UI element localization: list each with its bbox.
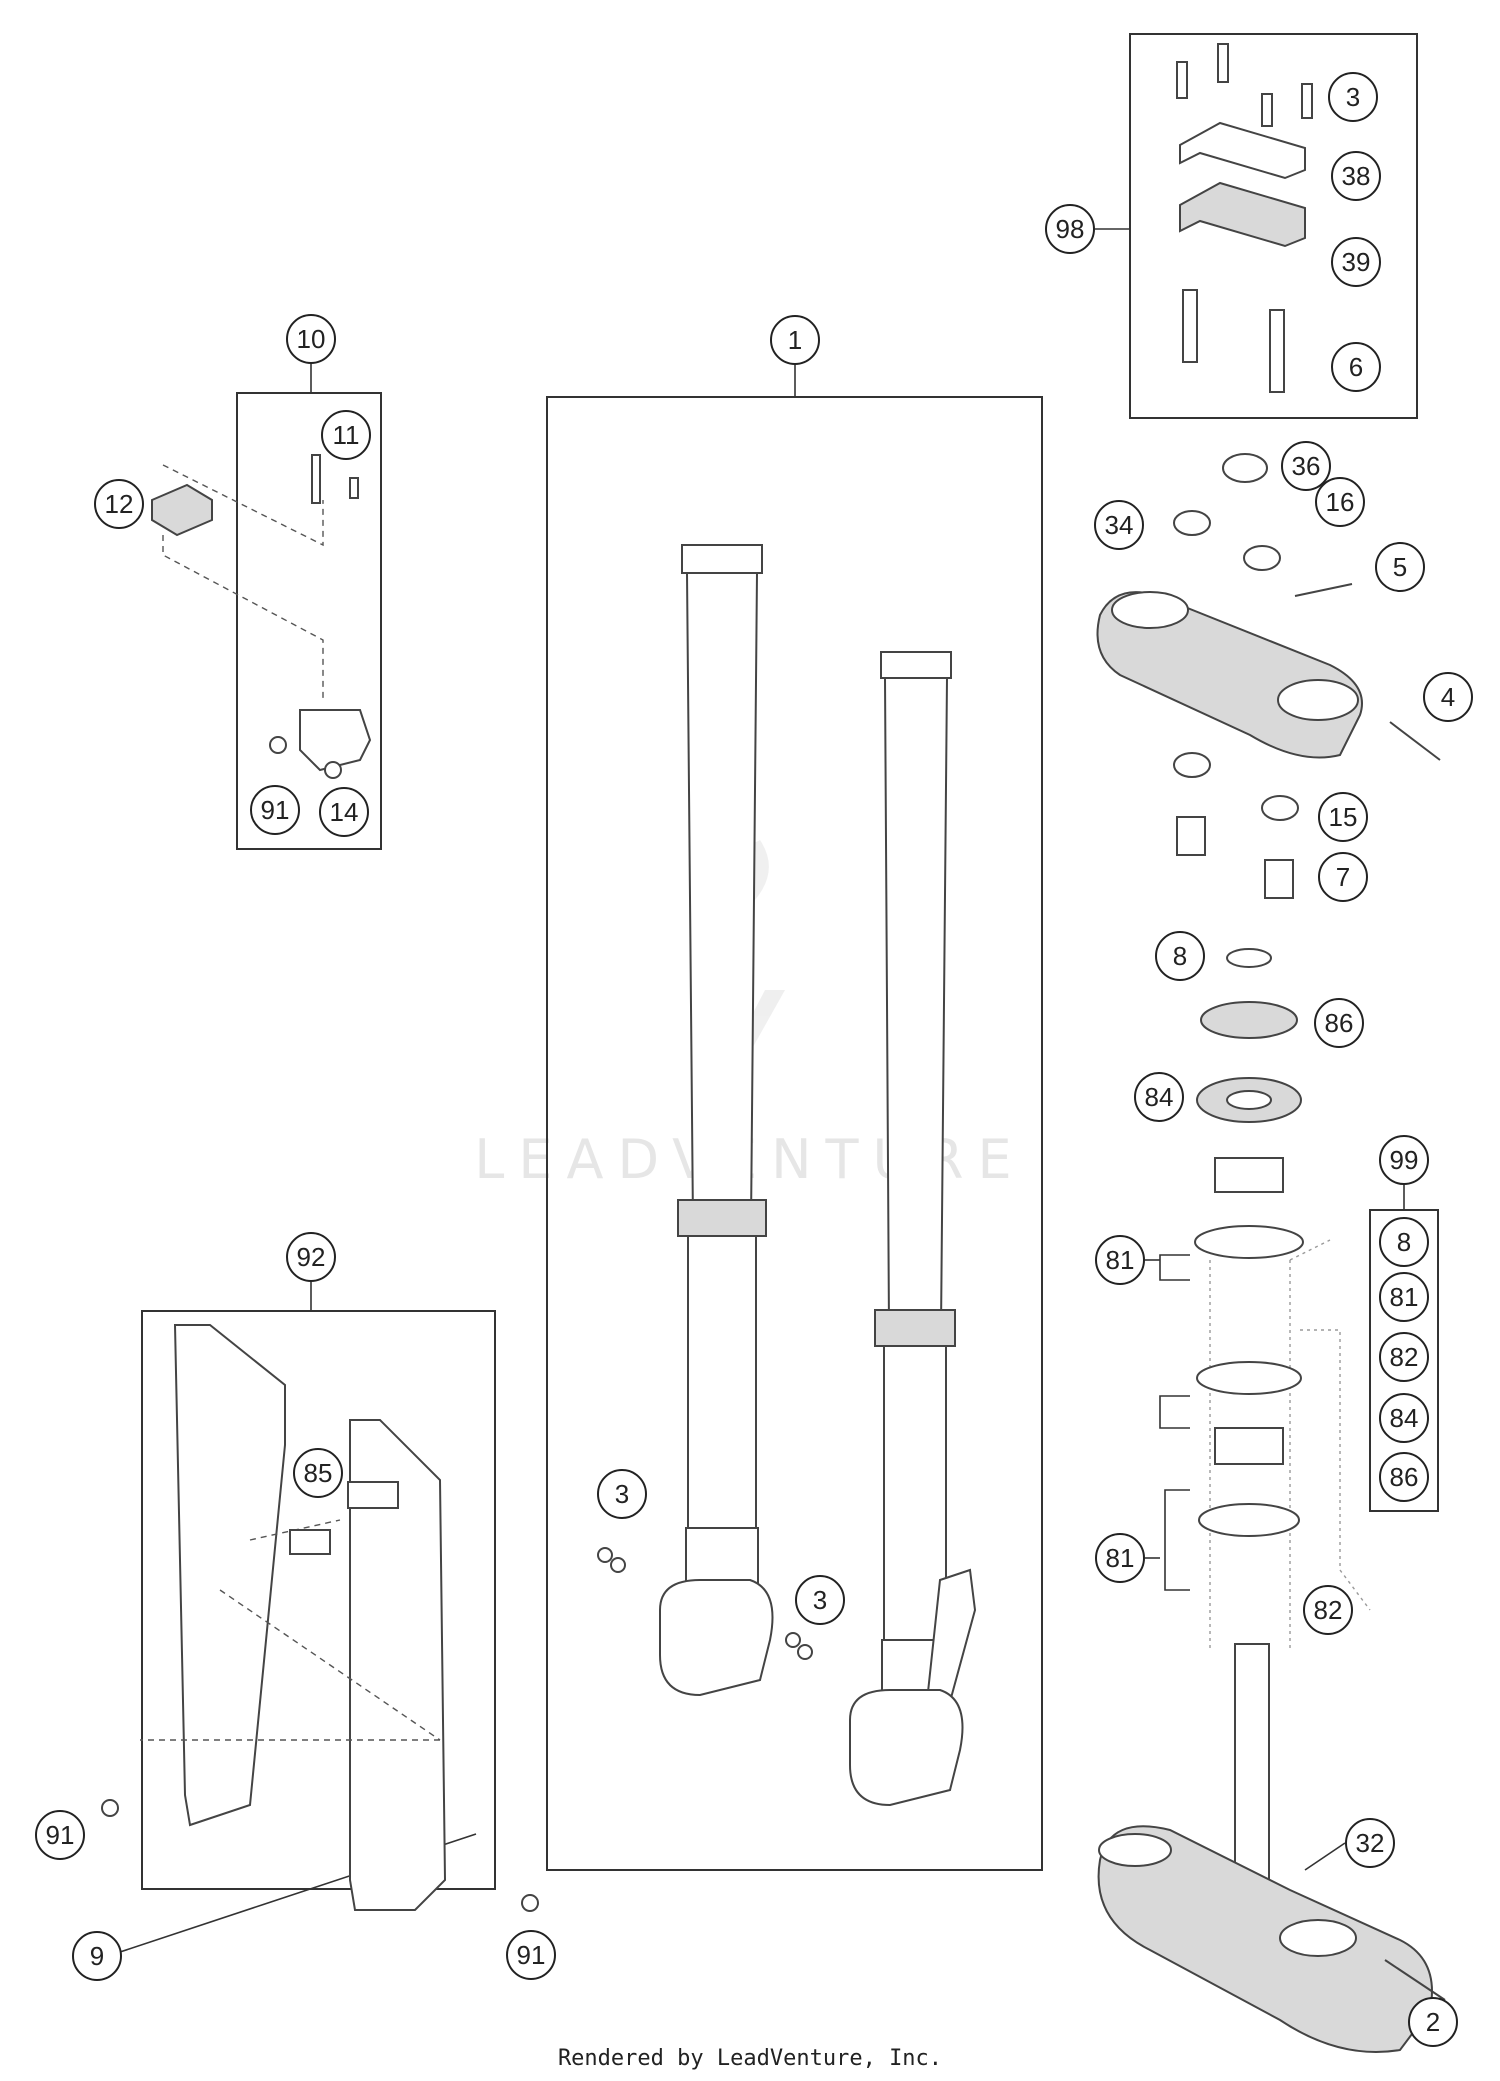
callout-3-clamp[interactable]: 3 <box>1328 72 1378 122</box>
fork-guards <box>101 1324 539 1912</box>
callout-12[interactable]: 12 <box>94 479 144 529</box>
callout-36[interactable]: 36 <box>1281 441 1331 491</box>
svg-text:36: 36 <box>1292 451 1321 481</box>
svg-text:10: 10 <box>297 324 326 354</box>
callout-91-bracket[interactable]: 91 <box>250 785 300 835</box>
svg-text:86: 86 <box>1390 1462 1419 1492</box>
callout-8[interactable]: 8 <box>1155 931 1205 981</box>
svg-text:32: 32 <box>1356 1828 1385 1858</box>
bracket-assembly <box>151 454 372 779</box>
callout-81-upper[interactable]: 81 <box>1095 1235 1145 1285</box>
svg-text:92: 92 <box>297 1242 326 1272</box>
callout-92[interactable]: 92 <box>286 1232 336 1282</box>
callout-38[interactable]: 38 <box>1331 151 1381 201</box>
svg-text:39: 39 <box>1342 247 1371 277</box>
svg-text:34: 34 <box>1105 510 1134 540</box>
fork-leg-left <box>659 544 774 1697</box>
svg-text:6: 6 <box>1349 352 1363 382</box>
svg-text:84: 84 <box>1390 1403 1419 1433</box>
callout-98[interactable]: 98 <box>1045 204 1095 254</box>
callout-32[interactable]: 32 <box>1345 1818 1395 1868</box>
callout-81-lower[interactable]: 81 <box>1095 1533 1145 1583</box>
callout-1[interactable]: 1 <box>770 315 820 365</box>
callout-3-left-fork[interactable]: 3 <box>597 1469 647 1519</box>
svg-text:81: 81 <box>1106 1245 1135 1275</box>
svg-text:82: 82 <box>1314 1595 1343 1625</box>
lower-triple-clamp <box>1097 1643 1446 2053</box>
callout-99[interactable]: 99 <box>1379 1135 1429 1185</box>
group-box-98 <box>1129 33 1418 419</box>
group-box-92 <box>141 1310 496 1890</box>
callout-91-guard-left[interactable]: 91 <box>35 1810 85 1860</box>
svg-text:12: 12 <box>105 489 134 519</box>
svg-text:91: 91 <box>46 1820 75 1850</box>
callout-91-guard-right[interactable]: 91 <box>506 1930 556 1980</box>
callout-5[interactable]: 5 <box>1375 542 1425 592</box>
callout-15[interactable]: 15 <box>1318 792 1368 842</box>
callout-7[interactable]: 7 <box>1318 852 1368 902</box>
callout-84[interactable]: 84 <box>1134 1072 1184 1122</box>
callout-3-right-fork[interactable]: 3 <box>795 1575 845 1625</box>
svg-text:1: 1 <box>788 325 802 355</box>
fork-leg-right <box>849 651 977 1807</box>
fork-clamp-bolts <box>597 1547 813 1660</box>
svg-text:3: 3 <box>615 1479 629 1509</box>
callout-8-kit[interactable]: 8 <box>1379 1217 1429 1267</box>
svg-text:9: 9 <box>90 1941 104 1971</box>
svg-text:16: 16 <box>1326 487 1355 517</box>
handlebar-clamp-assembly <box>1176 43 1313 393</box>
callout-34[interactable]: 34 <box>1094 500 1144 550</box>
callout-82[interactable]: 82 <box>1303 1585 1353 1635</box>
steering-bearings <box>1194 948 1371 1650</box>
callout-4[interactable]: 4 <box>1423 672 1473 722</box>
callout-84-kit[interactable]: 84 <box>1379 1393 1429 1443</box>
svg-text:5: 5 <box>1393 552 1407 582</box>
callout-9[interactable]: 9 <box>72 1931 122 1981</box>
callout-86[interactable]: 86 <box>1314 998 1364 1048</box>
svg-text:84: 84 <box>1145 1082 1174 1112</box>
svg-text:8: 8 <box>1397 1227 1411 1257</box>
svg-text:15: 15 <box>1329 802 1358 832</box>
callout-14[interactable]: 14 <box>319 787 369 837</box>
upper-triple-clamp <box>1096 453 1441 899</box>
callout-2[interactable]: 2 <box>1408 1997 1458 2047</box>
svg-text:99: 99 <box>1390 1145 1419 1175</box>
callout-11[interactable]: 11 <box>321 410 371 460</box>
callout-6[interactable]: 6 <box>1331 342 1381 392</box>
callout-82-kit[interactable]: 82 <box>1379 1332 1429 1382</box>
svg-text:82: 82 <box>1390 1342 1419 1372</box>
svg-text:38: 38 <box>1342 161 1371 191</box>
svg-text:81: 81 <box>1390 1282 1419 1312</box>
svg-text:91: 91 <box>517 1940 546 1970</box>
svg-text:4: 4 <box>1441 682 1455 712</box>
callout-86-kit[interactable]: 86 <box>1379 1452 1429 1502</box>
svg-text:3: 3 <box>1346 82 1360 112</box>
callout-16[interactable]: 16 <box>1315 477 1365 527</box>
callout-39[interactable]: 39 <box>1331 237 1381 287</box>
svg-text:3: 3 <box>813 1585 827 1615</box>
callout-10[interactable]: 10 <box>286 314 336 364</box>
group-box-10 <box>236 392 382 850</box>
svg-text:81: 81 <box>1106 1543 1135 1573</box>
callout-81-kit[interactable]: 81 <box>1379 1272 1429 1322</box>
svg-text:2: 2 <box>1426 2007 1440 2037</box>
svg-text:8: 8 <box>1173 941 1187 971</box>
svg-text:7: 7 <box>1336 862 1350 892</box>
svg-text:85: 85 <box>304 1458 333 1488</box>
footer-credit: Rendered by LeadVenture, Inc. <box>557 2046 943 2071</box>
svg-text:86: 86 <box>1325 1008 1354 1038</box>
svg-text:11: 11 <box>333 420 360 450</box>
callout-85[interactable]: 85 <box>293 1448 343 1498</box>
svg-text:98: 98 <box>1056 214 1085 244</box>
svg-text:91: 91 <box>261 795 290 825</box>
svg-text:14: 14 <box>330 797 359 827</box>
